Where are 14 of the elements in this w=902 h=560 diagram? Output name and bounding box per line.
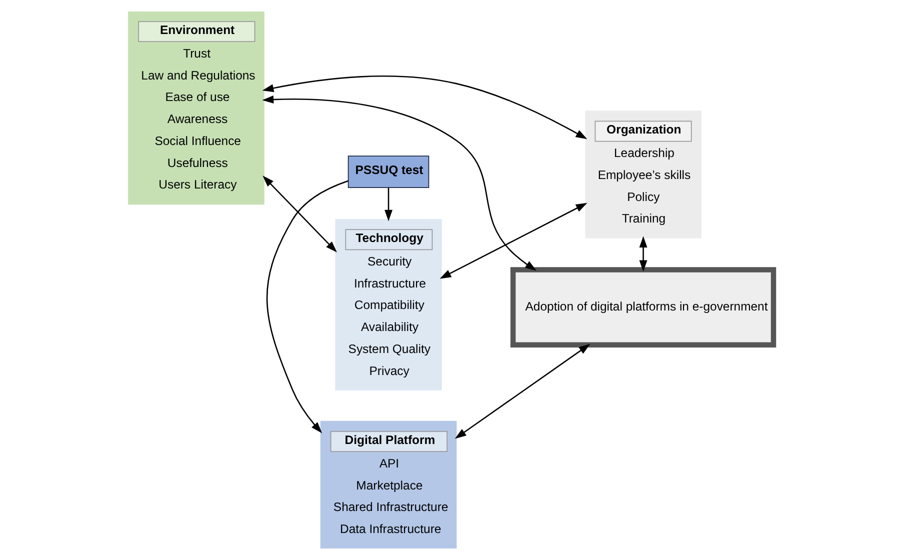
node-box: Digital Platform API Marketplace Shared Infrastructure Data Infrastructure [320,420,457,549]
arrow [266,180,349,434]
arrow [639,236,648,272]
arrow [262,96,536,271]
node-box: Organization Leadership Employee’s skills Policy Training [585,110,702,238]
node-box: Adoption of digital platforms in e-government [510,267,776,348]
arrow [262,176,337,252]
arrow [262,76,588,140]
arrow [440,202,588,279]
node-box: Technology Security Infrastructure Compatibility Availability System Quality Privacy [335,219,442,390]
node-box: PSSUQ test [348,156,430,188]
arrow [384,188,392,222]
node-box: Environment Trust Law and Regulations Ease of use Awareness Social Influence Usefulness Users Literacy [128,11,264,205]
arrow [454,344,590,439]
